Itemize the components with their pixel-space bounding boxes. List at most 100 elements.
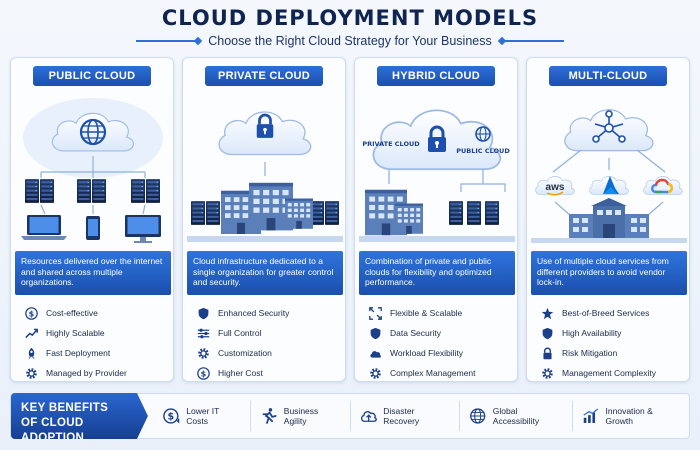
private-cloud-label: PRIVATE CLOUD [362, 140, 420, 148]
panel-title: PUBLIC CLOUD [33, 66, 151, 86]
panel-description: Combination of private and public clouds… [359, 251, 515, 295]
panel-description: Resources delivered over the internet an… [15, 251, 171, 295]
svg-text:aws: aws [546, 182, 565, 193]
benefit-label: Global Accessibility [492, 406, 540, 426]
cloud-upload-icon [360, 407, 377, 425]
office-building [569, 198, 649, 238]
benefit-item: Business Agility [250, 401, 349, 431]
benefit-label: Disaster Recovery [383, 406, 420, 426]
benefit-item: Global Accessibility [459, 401, 572, 431]
key-benefits-bar: KEY BENEFITS OF CLOUD ADOPTION Lower IT … [10, 393, 690, 439]
shield-icon [197, 307, 210, 320]
feature-label: Managed by Provider [46, 368, 127, 378]
panel-description: Cloud infrastructure dedicated to a sing… [187, 251, 343, 295]
feature-item: Enhanced Security [197, 303, 347, 323]
monitor-icon [125, 215, 161, 243]
office-building [395, 203, 423, 234]
benefit-item: Innovation & Growth [572, 401, 689, 431]
feature-label: Customization [218, 348, 272, 358]
runner-icon [260, 407, 277, 425]
benefits-title-line2: OF CLOUD ADOPTION [21, 417, 85, 444]
panel-multi-cloud: MULTI-CLOUD aws [526, 57, 690, 382]
gear-icon [197, 347, 210, 360]
feature-item: Cost-effective [25, 303, 175, 323]
panel-title: MULTI-CLOUD [549, 66, 667, 86]
feature-label: Highly Scalable [46, 328, 105, 338]
feature-label: Fast Deployment [46, 348, 111, 358]
feature-label: Risk Mitigation [562, 348, 618, 358]
multi-cloud-illustration: aws [531, 109, 687, 243]
feature-list: Enhanced Security Full Control Customiza… [197, 303, 347, 383]
feature-item: Data Security [369, 323, 519, 343]
feature-item: Management Complexity [541, 363, 691, 383]
divider-right [501, 40, 564, 42]
benefit-item: Lower IT Costs [154, 401, 250, 431]
globe-icon [475, 126, 491, 142]
deployment-panels: PUBLIC CLOUD [10, 57, 690, 382]
benefit-item: Disaster Recovery [349, 401, 460, 431]
feature-item: Risk Mitigation [541, 343, 691, 363]
dollar-icon [197, 367, 210, 380]
hybrid-cloud-illustration: PRIVATE CLOUD PUBLIC CLOUD [359, 109, 515, 242]
feature-item: Higher Cost [197, 363, 347, 383]
feature-item: Flexible & Scalable [369, 303, 519, 323]
growth-chart-icon [582, 407, 599, 425]
panel-private-cloud: PRIVATE CLOUD Cloud infrastructure dedic… [182, 57, 346, 382]
feature-label: Higher Cost [218, 368, 263, 378]
panel-title: PRIVATE CLOUD [205, 66, 323, 86]
feature-item: Best-of-Breed Services [541, 303, 691, 323]
dollar-icon [25, 307, 38, 320]
benefit-list: Lower IT Costs Business Agility Disaster… [148, 401, 689, 431]
star-icon [541, 307, 554, 320]
aws-logo: aws [535, 176, 575, 196]
expand-icon [369, 307, 382, 320]
shield-icon [541, 327, 554, 340]
feature-list: Best-of-Breed Services High Availability… [541, 303, 691, 383]
benefit-label: Lower IT Costs [186, 406, 220, 426]
header: CLOUD DEPLOYMENT MODELS Choose the Right… [0, 6, 700, 48]
feature-label: High Availability [562, 328, 622, 338]
feature-label: Data Security [390, 328, 442, 338]
feature-item: Customization [197, 343, 347, 363]
feature-item: Workload Flexibility [369, 343, 519, 363]
page-subtitle: Choose the Right Cloud Strategy for Your… [208, 34, 492, 48]
network-hub-icon [592, 110, 626, 143]
benefit-label: Innovation & Growth [605, 406, 653, 426]
feature-list: Flexible & Scalable Data Security Worklo… [369, 303, 519, 383]
globe-icon [79, 118, 107, 146]
feature-label: Cost-effective [46, 308, 98, 318]
feature-item: Highly Scalable [25, 323, 175, 343]
divider-left [136, 40, 199, 42]
cloud-icon [369, 347, 382, 360]
azure-logo [589, 176, 629, 195]
shield-icon [369, 327, 382, 340]
feature-label: Management Complexity [562, 368, 657, 378]
benefits-title-line1: KEY BENEFITS [21, 402, 109, 414]
panel-hybrid-cloud: HYBRID CLOUD PRIVATE CLOUD PUBLIC CLOUD [354, 57, 518, 382]
subtitle-row: Choose the Right Cloud Strategy for Your… [0, 34, 700, 48]
panel-description: Use of multiple cloud services from diff… [531, 251, 687, 295]
feature-item: High Availability [541, 323, 691, 343]
feature-item: Fast Deployment [25, 343, 175, 363]
feature-label: Full Control [218, 328, 262, 338]
page-title: CLOUD DEPLOYMENT MODELS [161, 6, 539, 30]
benefits-title: KEY BENEFITS OF CLOUD ADOPTION [11, 393, 148, 439]
panel-title: HYBRID CLOUD [377, 66, 495, 86]
feature-label: Complex Management [390, 368, 476, 378]
server-racks [25, 179, 160, 203]
lock-icon [541, 347, 554, 360]
public-cloud-illustration [21, 98, 163, 243]
gear-icon [369, 367, 382, 380]
feature-label: Workload Flexibility [390, 348, 464, 358]
sliders-icon [197, 327, 210, 340]
feature-list: Cost-effective Highly Scalable Fast Depl… [25, 303, 175, 383]
server-racks [449, 201, 499, 225]
feature-item: Full Control [197, 323, 347, 343]
globe-icon [469, 407, 486, 425]
office-building [285, 198, 313, 229]
feature-item: Complex Management [369, 363, 519, 383]
google-cloud-logo [643, 176, 683, 195]
trend-icon [25, 327, 38, 340]
public-cloud-label: PUBLIC CLOUD [456, 147, 510, 155]
feature-label: Flexible & Scalable [390, 308, 463, 318]
